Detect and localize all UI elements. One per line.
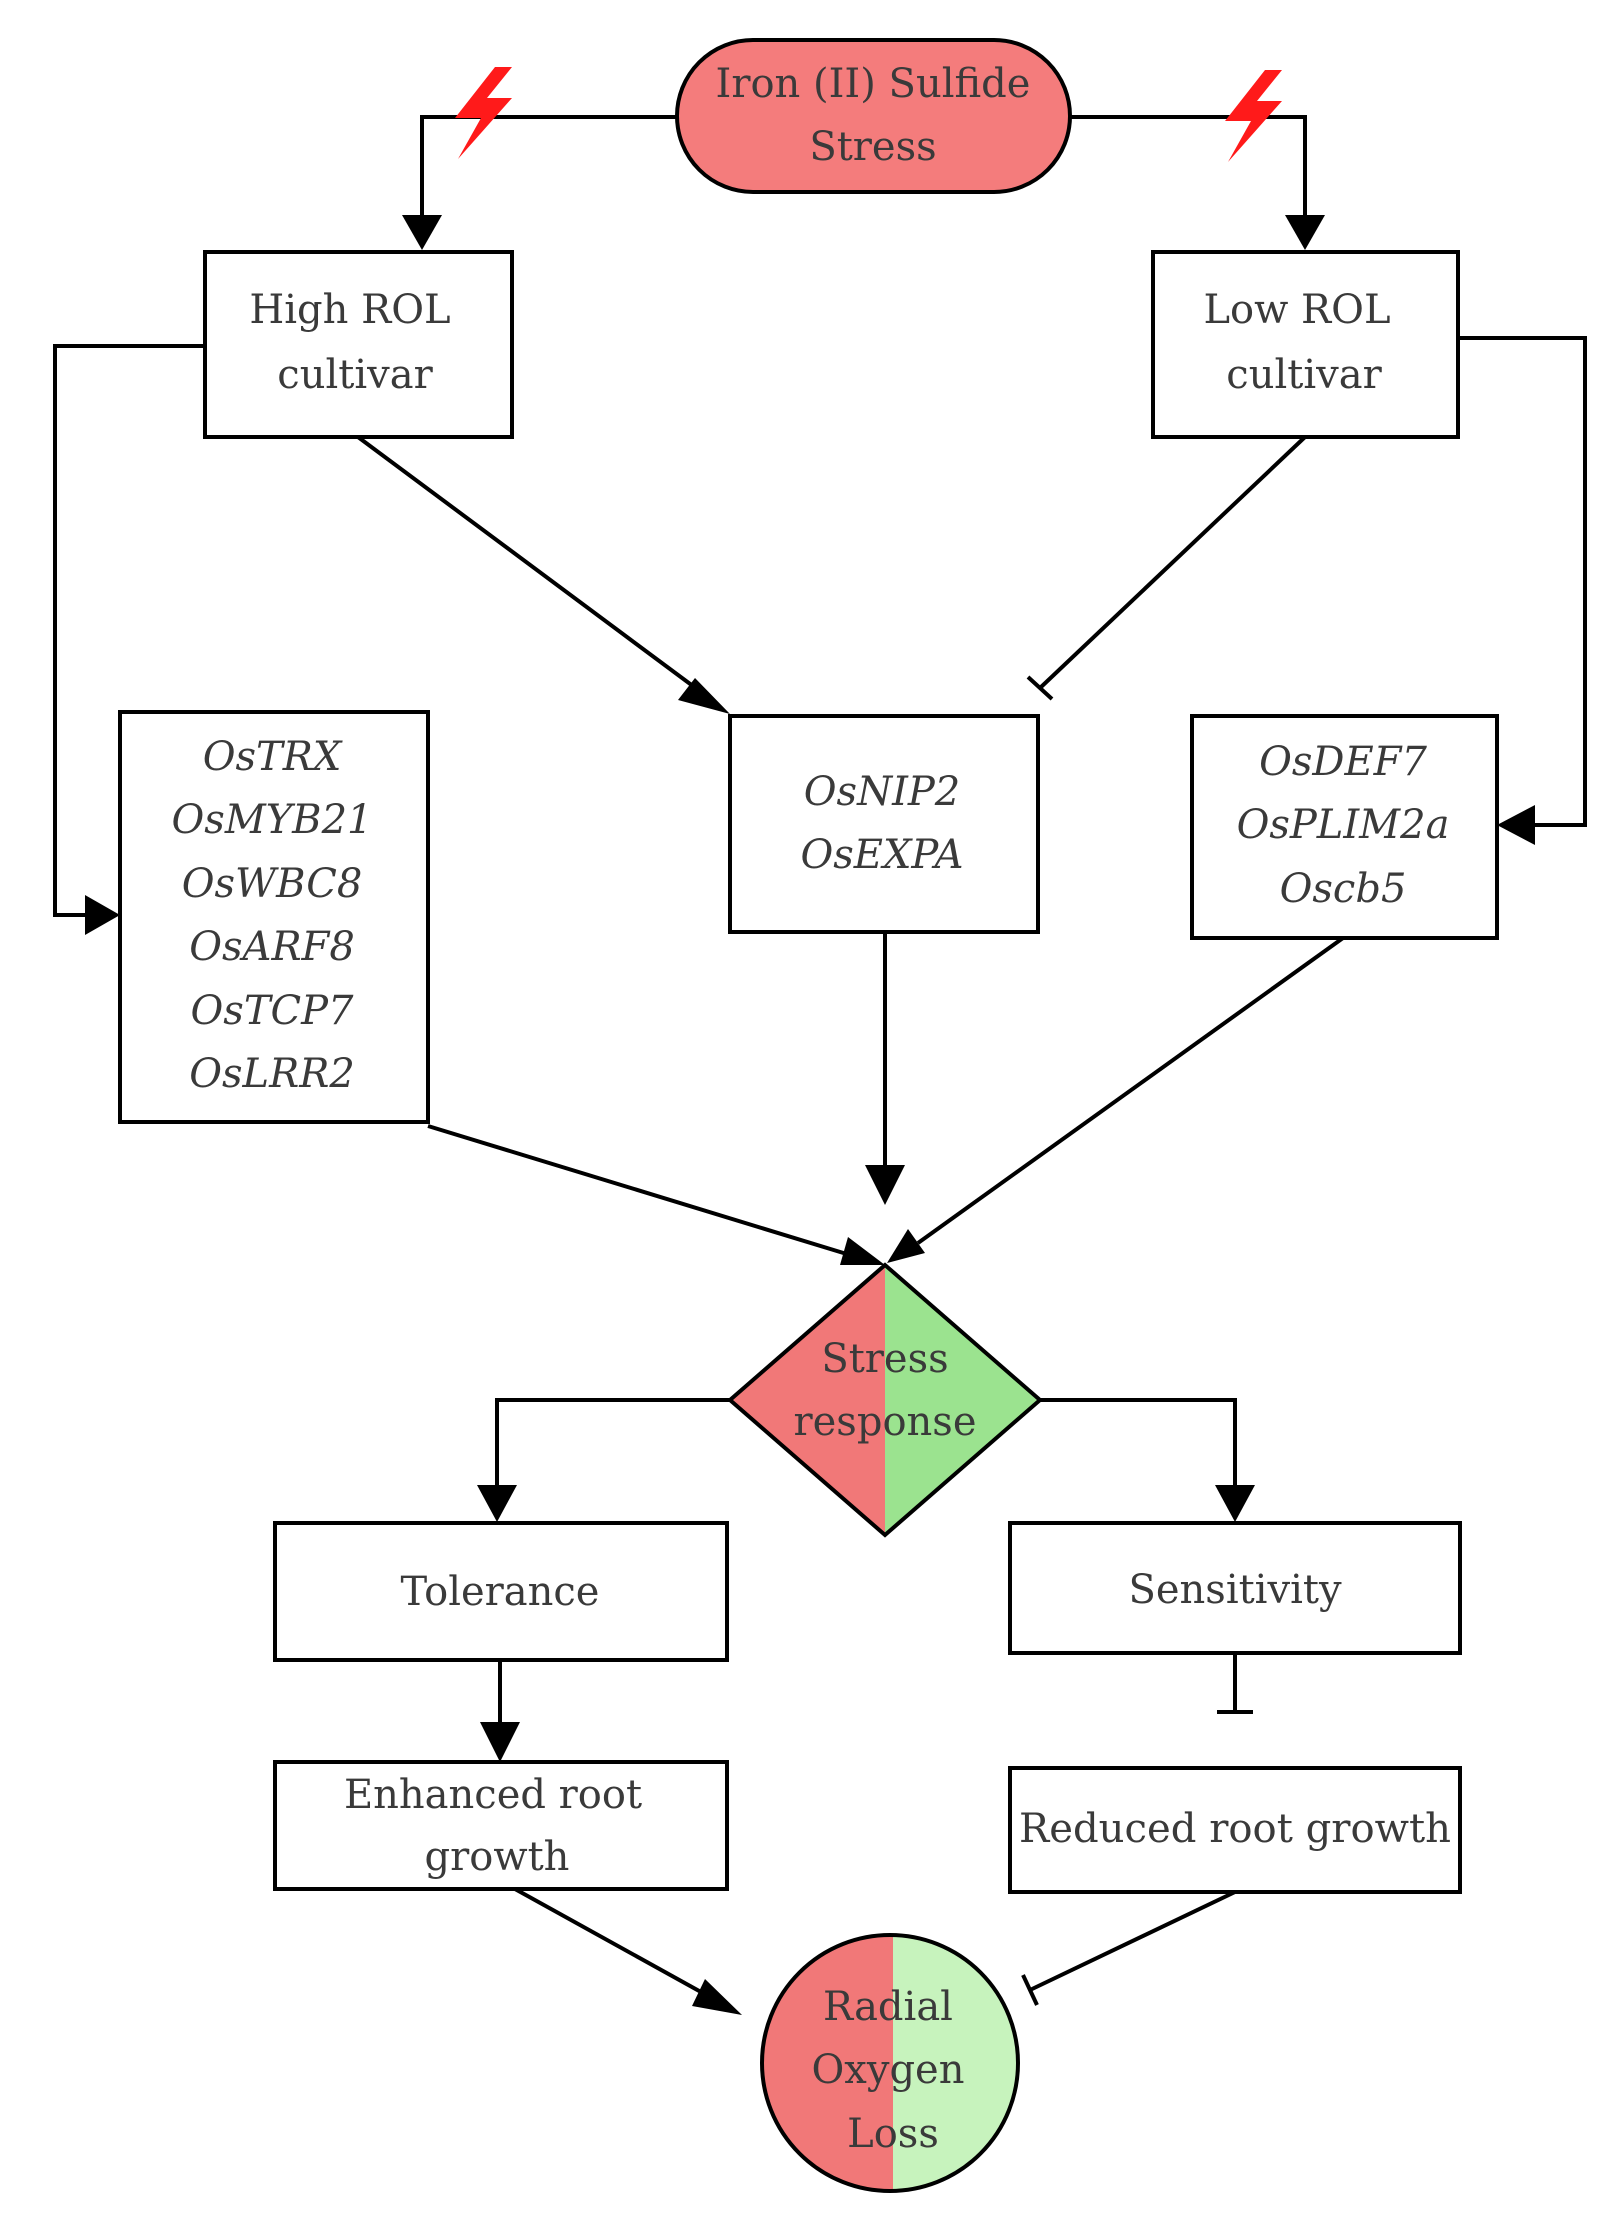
high-rol-sublabel: cultivar <box>277 352 433 398</box>
arrow-head <box>85 895 120 935</box>
stress-response-label: Stress <box>821 1336 948 1382</box>
sensitivity-label: Sensitivity <box>1128 1567 1341 1613</box>
gene-label: OsTRX <box>203 734 343 780</box>
high-rol-label: High ROL <box>249 287 450 333</box>
stress-pill-shape <box>675 38 1072 194</box>
gene-label: OsWBC8 <box>182 861 363 907</box>
circle-outline <box>760 1933 1020 2193</box>
tolerance-box <box>273 1521 729 1662</box>
connector-enhanced-growth-to-rol <box>514 1887 711 1999</box>
low-rol-box <box>1151 250 1460 439</box>
arrow-head <box>887 1229 925 1263</box>
gene-box-right: OsDEF7 OsPLIM2a Oscb5 <box>1190 714 1499 940</box>
connector-stress-response-to-sensitivity <box>1040 1398 1237 1490</box>
gene-box-right-frame <box>1190 714 1499 940</box>
reduced-growth-box <box>1008 1766 1462 1894</box>
gene-label: OsTCP7 <box>191 988 355 1034</box>
connector-low-rol-inhibits-middle-genes <box>1038 435 1307 690</box>
tolerance-node: Tolerance <box>273 1521 729 1662</box>
diamond-outline <box>726 1262 1044 1538</box>
sensitivity-box <box>1008 1521 1462 1655</box>
connector-low-rol-to-right-genes <box>1458 336 1587 827</box>
reduced-root-growth-node: Reduced root growth <box>1008 1766 1462 1894</box>
gene-box-left: OsTRX OsMYB21 OsWBC8 OsARF8 OsTCP7 OsLRR… <box>118 710 430 1124</box>
enhanced-growth-sublabel: growth <box>425 1834 570 1880</box>
stress-response-sublabel: response <box>794 1399 977 1445</box>
connector-high-rol-to-middle-genes <box>356 435 707 697</box>
arrow-head <box>1497 805 1535 845</box>
inhibition-bar <box>1021 1974 1039 2006</box>
arrow-head <box>840 1237 885 1265</box>
arrow-head <box>480 1722 520 1762</box>
lightning-bolt-icon <box>1225 70 1282 162</box>
enhanced-growth-box <box>273 1760 729 1891</box>
rol-label-line1: Radial <box>823 1984 953 2030</box>
connector-right-genes-to-stress-response <box>916 936 1345 1245</box>
gene-label: OsPLIM2a <box>1237 802 1450 848</box>
rol-label-line2: Oxygen <box>812 2047 965 2093</box>
inhibition-bar <box>1026 675 1054 701</box>
sensitivity-node: Sensitivity <box>1008 1521 1462 1655</box>
high-rol-box <box>203 250 514 439</box>
arrow-head <box>678 678 730 714</box>
stress-response-node: Stress response <box>726 1262 1044 1538</box>
iron-sulfide-stress-node: Iron (II) Sulfide Stress <box>675 38 1072 194</box>
arrow-head <box>402 215 442 250</box>
gene-box-middle: OsNIP2 OsEXPA <box>728 714 1040 934</box>
connector-stress-response-to-tolerance <box>495 1398 730 1490</box>
reduced-growth-label: Reduced root growth <box>1019 1806 1451 1852</box>
gene-box-middle-frame <box>728 714 1040 934</box>
arrow-head <box>477 1485 517 1522</box>
enhanced-root-growth-node: Enhanced root growth <box>273 1760 729 1891</box>
gene-label: OsMYB21 <box>172 797 373 843</box>
stress-title: Iron (II) Sulfide <box>716 61 1031 107</box>
low-rol-cultivar-node: Low ROL cultivar <box>1151 250 1460 439</box>
low-rol-sublabel: cultivar <box>1226 352 1382 398</box>
arrow-head <box>1215 1485 1255 1522</box>
arrow-head <box>865 1165 905 1205</box>
connector-left-genes-to-stress-response <box>427 1124 851 1257</box>
radial-oxygen-loss-node: Radial Oxygen Loss <box>760 1933 1020 2193</box>
connector-stress-to-low-rol <box>1070 115 1307 220</box>
rol-label-line3: Loss <box>847 2111 939 2157</box>
arrow-head <box>1285 215 1325 250</box>
gene-label: OsDEF7 <box>1259 739 1427 785</box>
arrow-head <box>692 1979 742 2015</box>
gene-label: OsNIP2 <box>804 769 960 815</box>
tolerance-label: Tolerance <box>401 1569 600 1615</box>
low-rol-label: Low ROL <box>1203 287 1390 333</box>
connector-reduced-growth-inhibits-rol <box>1029 1890 1236 1992</box>
enhanced-growth-label: Enhanced root <box>344 1772 642 1818</box>
connector-high-rol-to-left-genes <box>53 344 205 917</box>
connector-stress-to-high-rol <box>420 115 677 220</box>
gene-label: OsARF8 <box>189 924 355 970</box>
gene-label: OsLRR2 <box>189 1051 355 1097</box>
gene-label: Oscb5 <box>1280 866 1407 912</box>
lightning-bolt-icon <box>455 67 512 159</box>
gene-label: OsEXPA <box>800 832 963 878</box>
gene-box-left-frame <box>118 710 430 1124</box>
high-rol-cultivar-node: High ROL cultivar <box>203 250 514 439</box>
stress-subtitle: Stress <box>809 124 936 170</box>
